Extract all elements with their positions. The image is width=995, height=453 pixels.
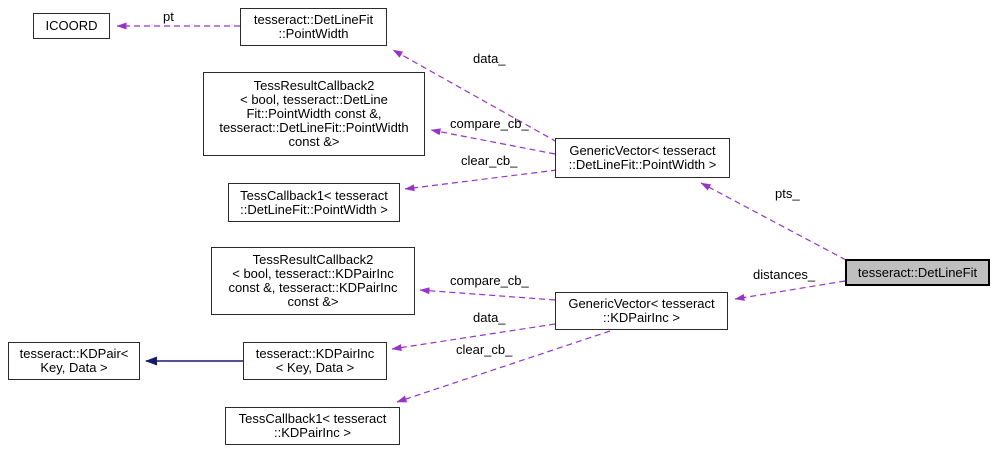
edge-compare-cb-kdpairinc (419, 287, 556, 301)
edge-data-kdpairinc (391, 323, 556, 352)
edge-clear-cb-kdpairinc (396, 330, 611, 403)
edge-clear-cb-pointwidth (404, 169, 558, 192)
node-tessresultcallback2-kdpairinc[interactable]: TessResultCallback2 < bool, tesseract::K… (211, 247, 415, 315)
edge-label-compare-cb-kdpairinc: compare_cb_ (450, 273, 529, 288)
edge-label-compare-cb-pointwidth: compare_cb_ (450, 116, 529, 131)
edge-label-data-kdpairinc: data_ (473, 310, 506, 325)
edge-label-pts: pts_ (775, 186, 800, 201)
edge-compare-cb-pointwidth (430, 128, 556, 155)
edge-label-clear-cb-pointwidth: clear_cb_ (461, 153, 518, 168)
edge-pts (700, 182, 847, 261)
edge-data-pointwidth (392, 49, 558, 143)
node-kdpairinc[interactable]: tesseract::KDPairInc < Key, Data > (243, 342, 387, 380)
node-kdpair[interactable]: tesseract::KDPair< Key, Data > (8, 342, 140, 380)
edge-label-distances: distances_ (753, 267, 816, 282)
edge-label-clear-cb-kdpairinc: clear_cb_ (456, 342, 513, 357)
node-detlinefit-main: tesseract::DetLineFit (845, 259, 990, 286)
node-tessresultcallback2-pointwidth[interactable]: TessResultCallback2 < bool, tesseract::D… (203, 72, 425, 156)
node-genericvector-kdpairinc[interactable]: GenericVector< tesseract ::KDPairInc > (555, 292, 728, 330)
node-tesscallback1-pointwidth[interactable]: TessCallback1< tesseract ::DetLineFit::P… (228, 183, 400, 222)
node-genericvector-pointwidth[interactable]: GenericVector< tesseract ::DetLineFit::P… (555, 138, 730, 178)
node-icoord[interactable]: ICOORD (33, 13, 110, 39)
node-detlinefit-pointwidth[interactable]: tesseract::DetLineFit ::PointWidth (240, 8, 387, 46)
edge-distances (734, 280, 846, 301)
node-tesscallback1-kdpairinc[interactable]: TessCallback1< tesseract ::KDPairInc > (225, 407, 400, 445)
edge-label-pt: pt (163, 9, 174, 24)
edge-label-data-pointwidth: data_ (473, 51, 506, 66)
